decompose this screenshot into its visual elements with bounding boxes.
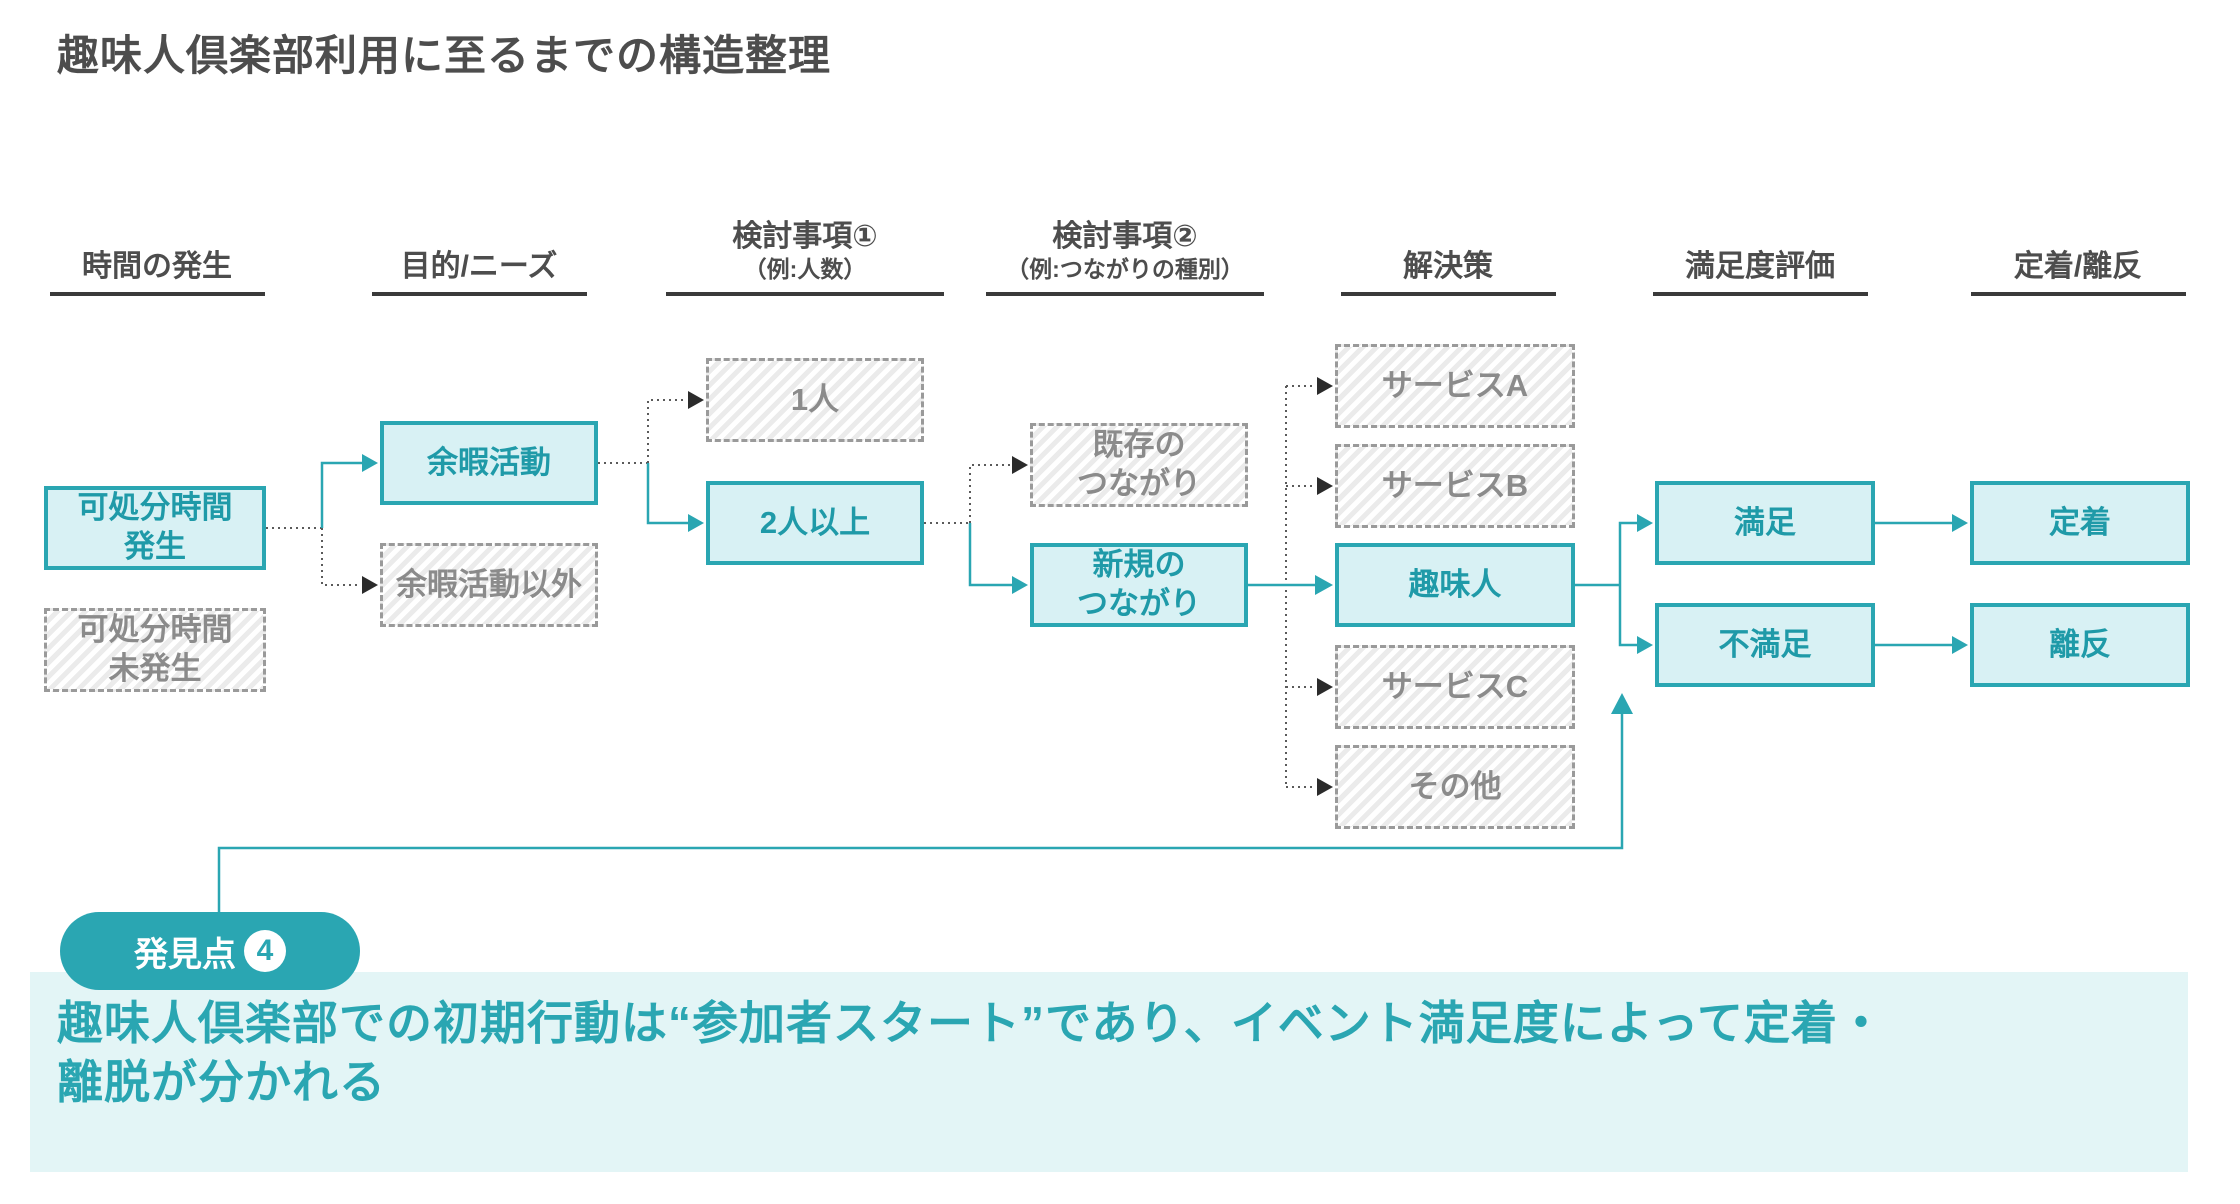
edge-to-satisfied <box>1618 521 1637 585</box>
arrowhead-retention <box>1952 514 1968 532</box>
node-leisure: 余暇活動 <box>380 421 598 505</box>
column-header-purpose: 目的/ニーズ <box>329 196 629 284</box>
node-label: 定着 <box>2049 504 2111 540</box>
finding-badge-label: 発見点 <box>134 935 236 974</box>
column-label: 解決策 <box>1403 249 1493 283</box>
arrowhead-service-c <box>1317 678 1333 696</box>
node-disposable-time-no: 可処分時間 未発生 <box>44 608 266 692</box>
edge-to-twoplus <box>646 463 688 525</box>
node-new-ties: 新規の つながり <box>1030 543 1248 627</box>
node-existing-ties: 既存の つながり <box>1030 423 1248 507</box>
edge-to-leisure <box>320 461 362 528</box>
edge-to-new-ties <box>968 523 1012 587</box>
node-label: サービスA <box>1381 367 1529 403</box>
column-label: 満足度評価 <box>1685 249 1835 283</box>
column-label: 検討事項① <box>732 219 878 253</box>
node-unsatisfied: 不満足 <box>1655 603 1875 687</box>
node-label: 可処分時間 未発生 <box>77 612 233 686</box>
arrowhead-churn <box>1952 636 1968 654</box>
arrowhead-alone <box>688 391 704 409</box>
column-label: 検討事項② <box>1052 219 1198 253</box>
arrowhead-other <box>1317 778 1333 796</box>
node-churn: 離反 <box>1970 603 2190 687</box>
edge-to-non-leisure <box>321 528 360 586</box>
node-label: 新規の つながり <box>1077 547 1201 621</box>
column-header-retention: 定着/離反 <box>1928 196 2228 284</box>
arrowhead-service-b <box>1317 477 1333 495</box>
node-retention: 定着 <box>1970 481 2190 565</box>
node-label: 趣味人 <box>1408 566 1502 602</box>
column-label: 定着/離反 <box>2013 249 2143 283</box>
node-service-a: サービスA <box>1335 344 1575 428</box>
page-title: 趣味人倶楽部利用に至るまでの構造整理 <box>57 32 832 79</box>
node-label: 不満足 <box>1718 626 1812 662</box>
arrowhead-leisure <box>362 454 378 472</box>
arrowhead-shumijin <box>1315 575 1333 595</box>
column-header-satisfaction: 満足度評価 <box>1610 196 1910 284</box>
node-label: その他 <box>1408 768 1502 804</box>
node-label: 離反 <box>2049 626 2111 662</box>
finding-badge-number: 4 <box>244 930 286 972</box>
column-underline <box>1971 292 2186 296</box>
column-label: 目的/ニーズ <box>400 249 558 283</box>
arrowhead-new-ties <box>1012 576 1028 594</box>
column-underline <box>986 292 1264 296</box>
column-underline <box>372 292 587 296</box>
column-underline <box>50 292 265 296</box>
column-underline <box>666 292 944 296</box>
node-label: 余暇活動以外 <box>396 566 582 602</box>
node-service-b: サービスB <box>1335 444 1575 528</box>
finding-badge: 発見点 4 <box>60 912 360 990</box>
column-label: 時間の発生 <box>82 249 232 283</box>
node-shumijin: 趣味人 <box>1335 543 1575 627</box>
arrowhead-feedback-up <box>1611 693 1633 714</box>
node-satisfied: 満足 <box>1655 481 1875 565</box>
column-header-consider2: 検討事項② （例:つながりの種別） <box>955 196 1295 284</box>
column-sublabel: （例:つながりの種別） <box>1006 256 1244 283</box>
column-underline <box>1653 292 1868 296</box>
arrowhead-non-leisure <box>362 576 378 594</box>
node-label: 余暇活動 <box>427 444 551 480</box>
node-label: 可処分時間 発生 <box>77 490 233 564</box>
edge-to-existing <box>969 464 1010 523</box>
node-service-c: サービスC <box>1335 645 1575 729</box>
arrowhead-twoplus <box>688 514 704 532</box>
finding-band: 趣味人倶楽部での初期行動は“参加者スタート”であり、イベント満足度によって定着・… <box>30 972 2188 1172</box>
column-underline <box>1341 292 1556 296</box>
node-label: サービスC <box>1381 668 1529 704</box>
edge-to-alone <box>647 399 686 463</box>
node-label: 満足 <box>1734 504 1796 540</box>
node-label: 2人以上 <box>759 504 871 540</box>
node-label: 1人 <box>790 381 840 417</box>
arrowhead-satisfied <box>1637 514 1653 532</box>
node-label: サービスB <box>1381 467 1529 503</box>
column-header-time: 時間の発生 <box>7 196 307 284</box>
finding-text: 趣味人倶楽部での初期行動は“参加者スタート”であり、イベント満足度によって定着・… <box>57 997 1886 1108</box>
node-label: 既存の つながり <box>1077 427 1201 501</box>
node-alone: 1人 <box>706 358 924 442</box>
column-sublabel: （例:人数） <box>743 256 867 283</box>
column-header-solution: 解決策 <box>1298 196 1598 284</box>
column-header-consider1: 検討事項① （例:人数） <box>635 196 975 284</box>
arrowhead-existing <box>1012 456 1028 474</box>
node-disposable-time-yes: 可処分時間 発生 <box>44 486 266 570</box>
edge-to-unsatisfied <box>1618 585 1637 647</box>
edge-feedback-loop <box>217 712 1624 914</box>
arrowhead-service-a <box>1317 377 1333 395</box>
arrowhead-unsatisfied <box>1637 636 1653 654</box>
node-non-leisure: 余暇活動以外 <box>380 543 598 627</box>
node-other: その他 <box>1335 745 1575 829</box>
node-two-plus: 2人以上 <box>706 481 924 565</box>
